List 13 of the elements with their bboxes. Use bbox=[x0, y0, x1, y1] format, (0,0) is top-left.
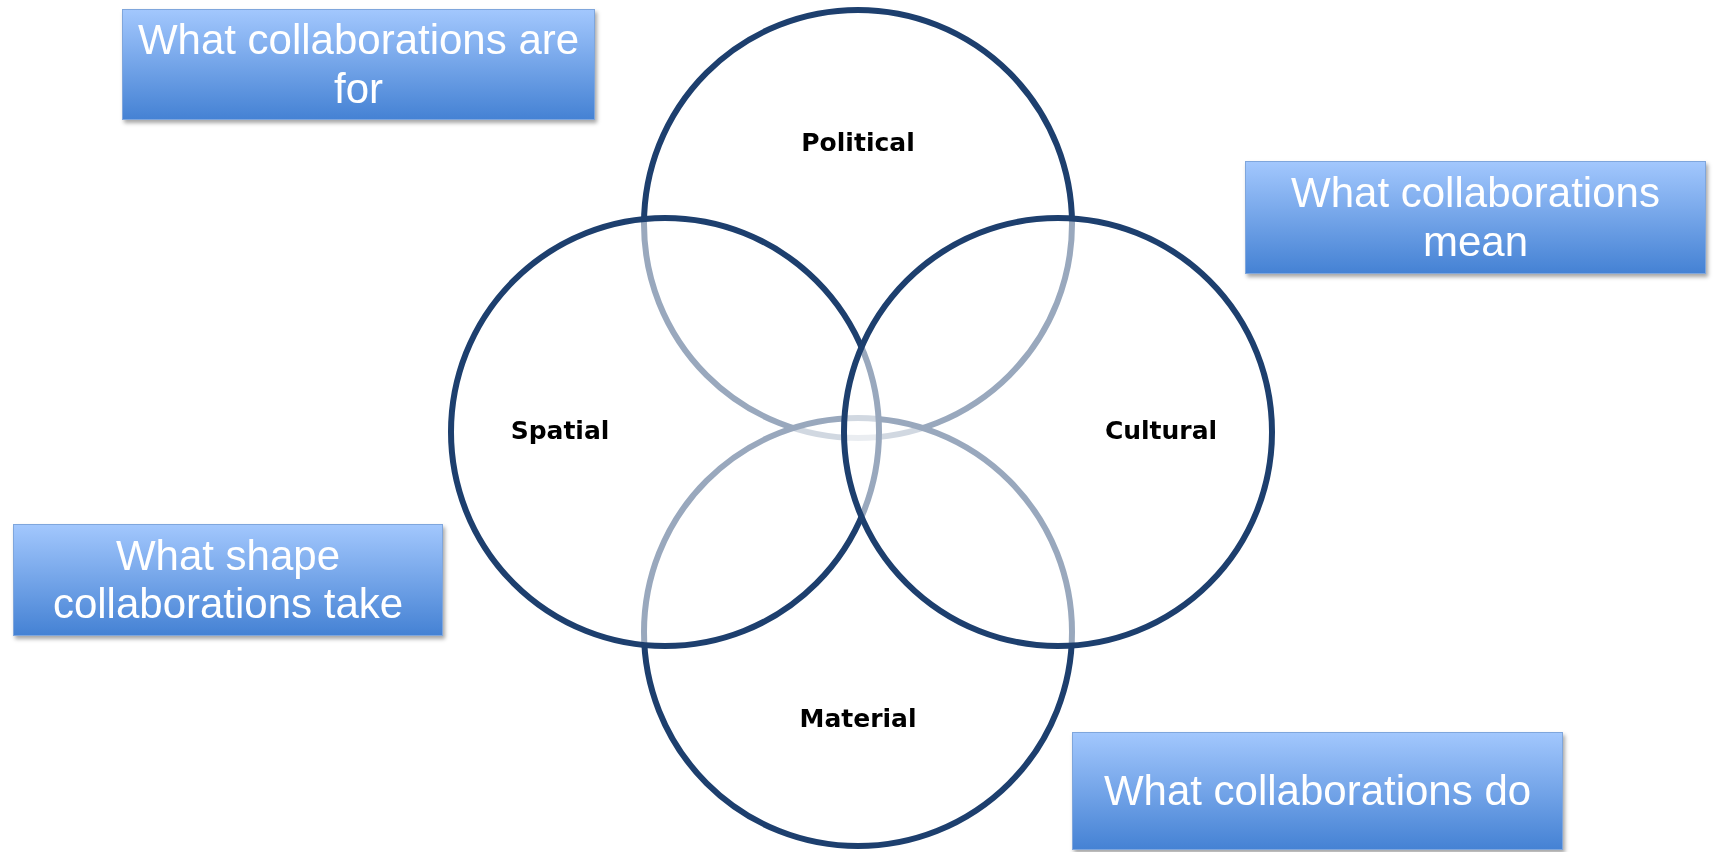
label-box bbox=[13, 524, 443, 636]
circle-label: Material bbox=[799, 703, 917, 733]
label-box bbox=[1245, 161, 1706, 274]
box-text: What collaborations are for bbox=[136, 16, 581, 113]
label-box bbox=[122, 9, 595, 120]
circle-label: Cultural bbox=[1104, 415, 1218, 445]
circle-label: Spatial bbox=[510, 415, 610, 445]
box-text: What shape collaborations take bbox=[51, 531, 405, 629]
circle-label: Political bbox=[801, 127, 915, 157]
box-text: What collaborations mean bbox=[1290, 169, 1661, 266]
box-text: What collaborations do bbox=[1102, 766, 1533, 816]
label-box bbox=[1072, 732, 1563, 850]
venn-circle bbox=[841, 215, 1275, 649]
